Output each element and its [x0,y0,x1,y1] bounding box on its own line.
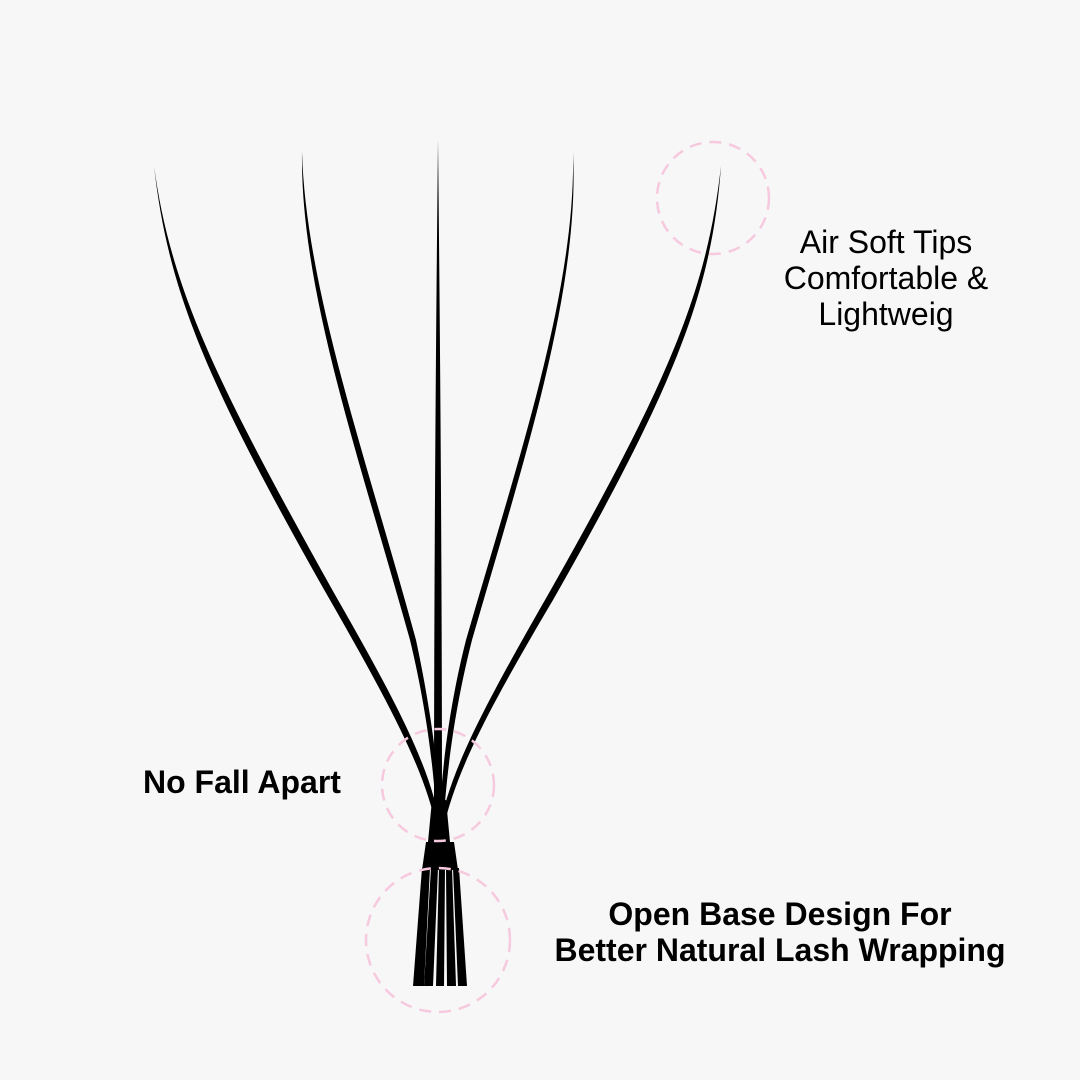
lash-fiber-5 [439,166,721,830]
base-strand-5 [453,868,467,986]
lash-fiber-2 [301,152,441,830]
lash-fiber-3 [434,140,442,830]
base-callout-circle [364,866,512,1014]
tips-callout-line-1: Air Soft Tips [799,224,973,260]
tips-callout-line-2: Comfortable & [783,260,989,296]
lash-fibers [154,140,721,830]
lash-base-block [422,842,458,870]
base-strand-1 [413,868,430,986]
base-strand-3 [436,868,445,986]
tips-callout-label: Air Soft Tips Comfortable & Lightweig [760,224,1012,332]
middle-callout-circle [380,727,496,843]
callout-circles [364,140,771,1014]
base-callout-label: Open Base Design For Better Natural Lash… [530,896,1030,968]
lash-fiber-1 [154,166,441,830]
base-callout-line-2: Better Natural Lash Wrapping [554,932,1006,968]
tips-callout-line-3: Lightweig [818,296,954,332]
lash-fiber-4 [439,152,574,830]
tips-callout-circle [655,140,771,256]
lash-base [413,842,467,986]
base-strand-4 [446,868,456,986]
base-strand-2 [424,868,438,986]
base-callout-line-1: Open Base Design For [608,896,952,932]
middle-callout-label: No Fall Apart [143,764,341,800]
lash-knot [428,800,450,842]
